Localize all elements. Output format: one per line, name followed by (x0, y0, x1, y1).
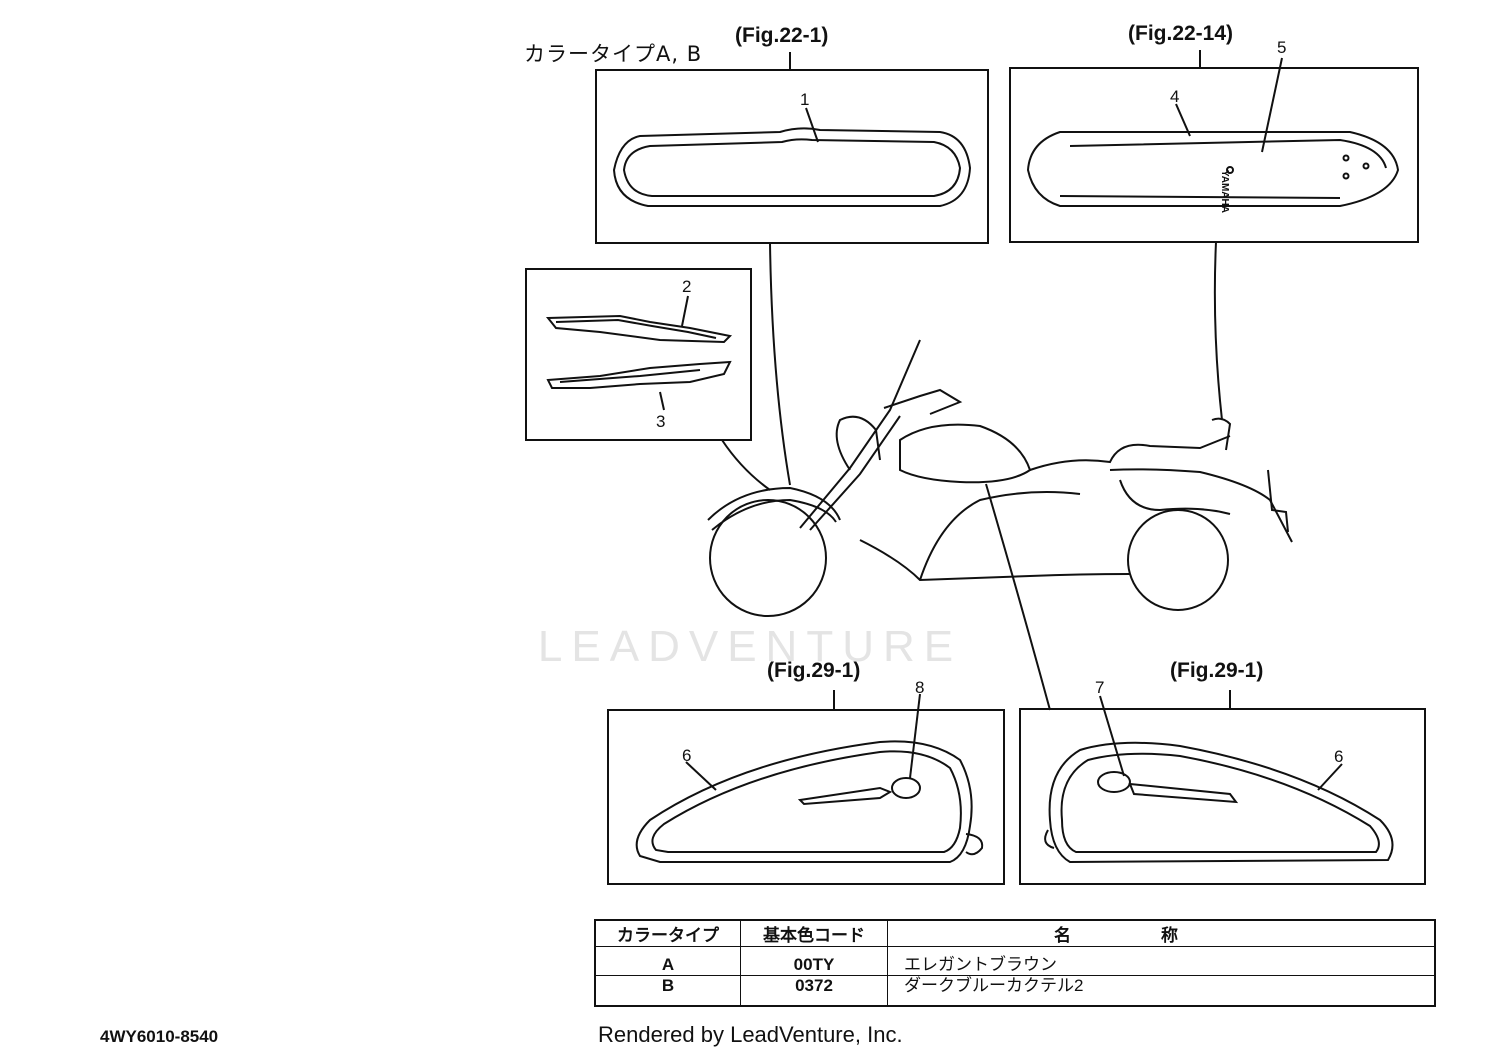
rendered-by: Rendered by LeadVenture, Inc. (598, 1022, 903, 1047)
row-a-code: 00TY (740, 945, 888, 977)
callout-8: 8 (915, 678, 925, 697)
row-a-name: エレガントブラウン (887, 945, 1436, 977)
callout-4: 4 (1170, 87, 1180, 106)
motorcycle-outline (707, 339, 1293, 617)
fig-ref-tank-left: (Fig.29-1) (767, 659, 861, 682)
row-a-type: A (594, 945, 741, 977)
side-graphic-box (525, 268, 752, 441)
watermark: LEADVENTURE (537, 622, 963, 671)
part-number: 4WY6010-8540 (100, 1027, 219, 1046)
callout-1: 1 (800, 90, 810, 109)
tank-left-box (607, 709, 1005, 885)
yamaha-emblem: YAMAHA (1219, 170, 1230, 213)
color-table: カラータイプ 基本色コード 名称 A 00TY エレガントブラウン B 0372… (594, 919, 1436, 1007)
front-fender-box (595, 69, 989, 244)
callout-5: 5 (1277, 38, 1287, 57)
fig-ref-rear-fender: (Fig.22-14) (1128, 22, 1234, 45)
rear-fender-box (1009, 67, 1419, 243)
row-b-code: 0372 (740, 975, 888, 1007)
header-color-type: カラータイプ (594, 919, 741, 947)
callout-7: 7 (1095, 678, 1105, 697)
header-name: 名称 (887, 919, 1436, 947)
color-type-label: カラータイプA, B (524, 42, 703, 66)
callout-2: 2 (682, 277, 692, 296)
callout-6-right: 6 (1334, 747, 1344, 766)
callout-6-left: 6 (682, 746, 692, 765)
fig-ref-tank-right: (Fig.29-1) (1170, 659, 1264, 682)
tank-right-box (1019, 708, 1426, 885)
row-b-type: B (594, 975, 741, 1007)
fig-ref-front-fender: (Fig.22-1) (735, 24, 829, 47)
row-b-name: ダークブルーカクテル2 (887, 975, 1436, 1007)
table-row: B 0372 ダークブルーカクテル2 (594, 975, 1436, 1007)
header-color-code: 基本色コード (740, 919, 888, 947)
callout-3: 3 (656, 412, 666, 431)
color-table-header: カラータイプ 基本色コード 名称 (594, 919, 1436, 947)
table-row: A 00TY エレガントブラウン (594, 945, 1436, 977)
